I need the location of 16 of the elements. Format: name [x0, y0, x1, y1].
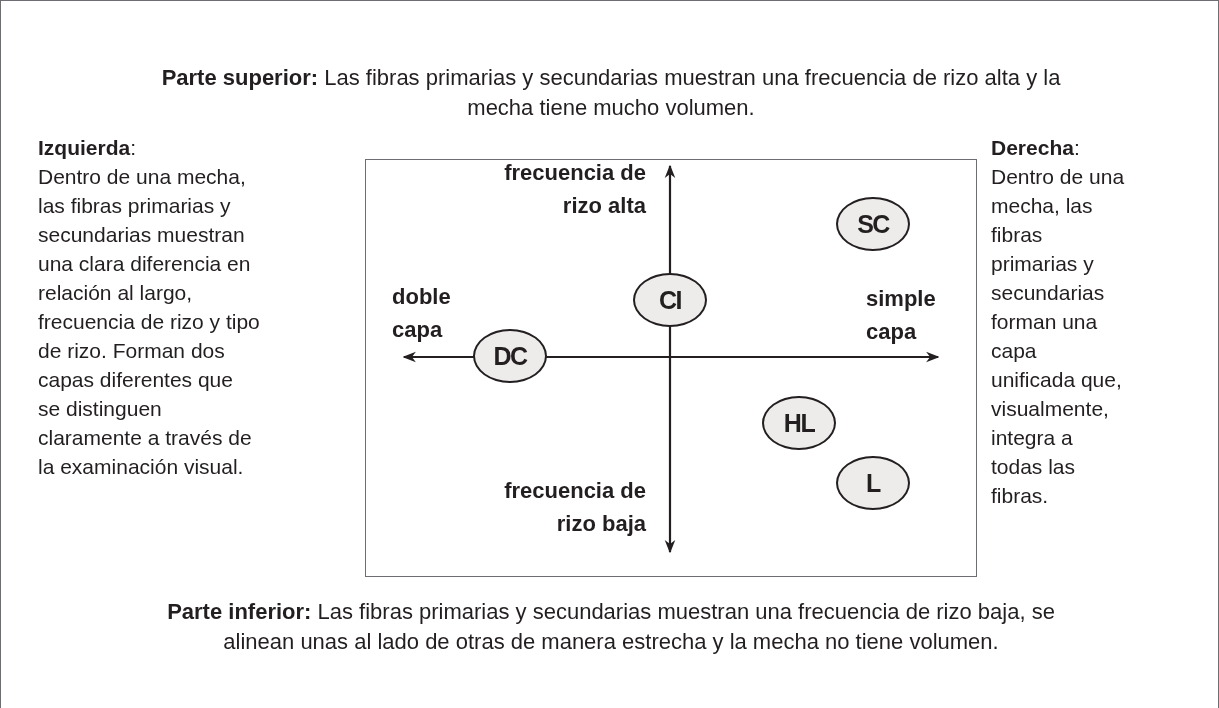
ellipse-label: DC	[493, 341, 527, 371]
axis-label: frecuencia de rizo baja	[503, 477, 646, 538]
ellipse-label: L	[866, 468, 880, 498]
ellipse-label: HL	[783, 408, 815, 438]
heading-text: Izquierda:	[38, 135, 138, 161]
axis-label: doble capa	[392, 283, 452, 344]
footer-text: Parte inferior: Las fibras primarias y secundarias muestran una frecuencia de rizo baja, se alinean unas al lado de otras de manera estrecha y la mecha no tiene volumen.	[166, 598, 1056, 656]
ellipse-label: SC	[857, 209, 889, 239]
heading-text: Parte superior: Las fibras primarias y secundarias muestran una frecuencia de rizo alta y la mecha tiene mucho volumen.	[160, 64, 1062, 122]
ellipse-label: CI	[659, 285, 681, 315]
chart-frame	[365, 159, 977, 577]
description-text: Dentro de una mecha, las fibras primarias y secundarias muestran una clara diferencia en relación al largo, frecuencia de rizo y tipo de rizo. Forman dos capas diferentes que se distinguen claramente a través de la examinación visual.	[38, 164, 260, 480]
description-text: Dentro de una mecha, las fibras primarias y secundarias forman una capa unificada que, visualmente, integra a todas las fibras.	[991, 164, 1125, 509]
heading-text: Derecha:	[991, 135, 1081, 161]
axis-label: simple capa	[866, 285, 937, 346]
axis-label: frecuencia de rizo alta	[503, 159, 646, 220]
